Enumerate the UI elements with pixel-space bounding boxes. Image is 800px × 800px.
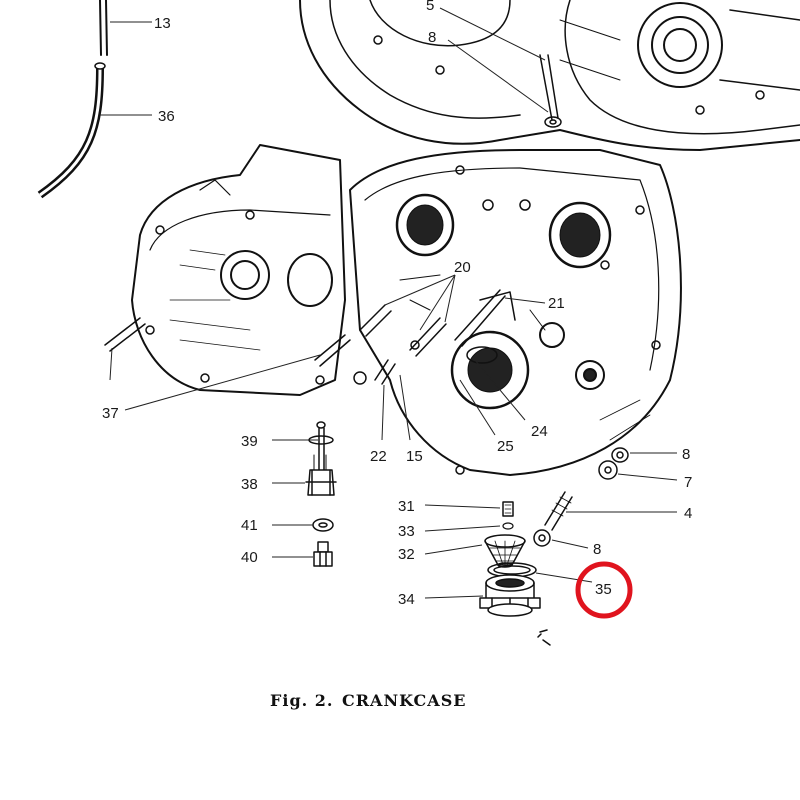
- washer-24: [466, 346, 498, 364]
- oil-hose-36: [37, 62, 106, 199]
- studs-20: [359, 289, 506, 385]
- callout-8-top: 8: [428, 29, 436, 46]
- callout-37: 37: [102, 405, 119, 422]
- leader-lines: [100, 7, 678, 599]
- callout-31: 31: [398, 498, 415, 515]
- part-39-rod: [308, 421, 334, 471]
- callout-33: 33: [398, 523, 415, 540]
- part-33-washer: [502, 522, 514, 530]
- left-crankcase-half: [131, 144, 346, 396]
- callout-32: 32: [398, 546, 415, 563]
- highlight-circle: [575, 561, 633, 619]
- stud-37b: [314, 334, 351, 367]
- part-7-washer: [598, 460, 618, 480]
- small-mark: [537, 629, 551, 646]
- part-41-washer: [312, 518, 334, 532]
- callout-22: 22: [370, 448, 387, 465]
- callout-36: 36: [158, 108, 175, 125]
- top-stud-bolt: [539, 54, 562, 128]
- part-4-bolt: [544, 491, 573, 531]
- part-40-bolt: [313, 541, 333, 567]
- callout-39: 39: [241, 433, 258, 450]
- callout-20: 20: [454, 259, 471, 276]
- upper-engine-case: [299, 0, 800, 151]
- callout-7: 7: [684, 474, 692, 491]
- part-8-nut-lower: [533, 529, 551, 547]
- callout-5: 5: [426, 0, 434, 14]
- part-32-strainer: [484, 534, 526, 568]
- oil-pipe-13: [99, 0, 108, 56]
- stud-37: [104, 317, 146, 352]
- part-31-screw: [502, 501, 514, 517]
- part-34-drain-plug: [479, 574, 541, 617]
- callout-labels: 13 36 5 8 20 21 37 24 25 22 15 39 38 41 …: [102, 0, 692, 608]
- callout-13: 13: [154, 15, 171, 32]
- callout-38: 38: [241, 476, 258, 493]
- caption-number: Fig. 2.: [270, 691, 333, 710]
- part-38-plug: [305, 454, 337, 496]
- callout-15: 15: [406, 448, 423, 465]
- callout-8-lower: 8: [593, 541, 601, 558]
- callout-4: 4: [684, 505, 692, 522]
- callout-40: 40: [241, 549, 258, 566]
- callout-8-right: 8: [682, 446, 690, 463]
- callout-21: 21: [548, 295, 565, 312]
- callout-35: 35: [595, 581, 612, 598]
- caption-title: CRANKCASE: [342, 691, 466, 710]
- callout-34: 34: [398, 591, 415, 608]
- figure-caption: Fig. 2. CRANKCASE: [270, 691, 466, 710]
- part-8-nut-right: [611, 447, 629, 463]
- right-crankcase-half: [349, 149, 682, 476]
- callout-25: 25: [497, 438, 514, 455]
- callout-41: 41: [241, 517, 258, 534]
- callout-24: 24: [531, 423, 548, 440]
